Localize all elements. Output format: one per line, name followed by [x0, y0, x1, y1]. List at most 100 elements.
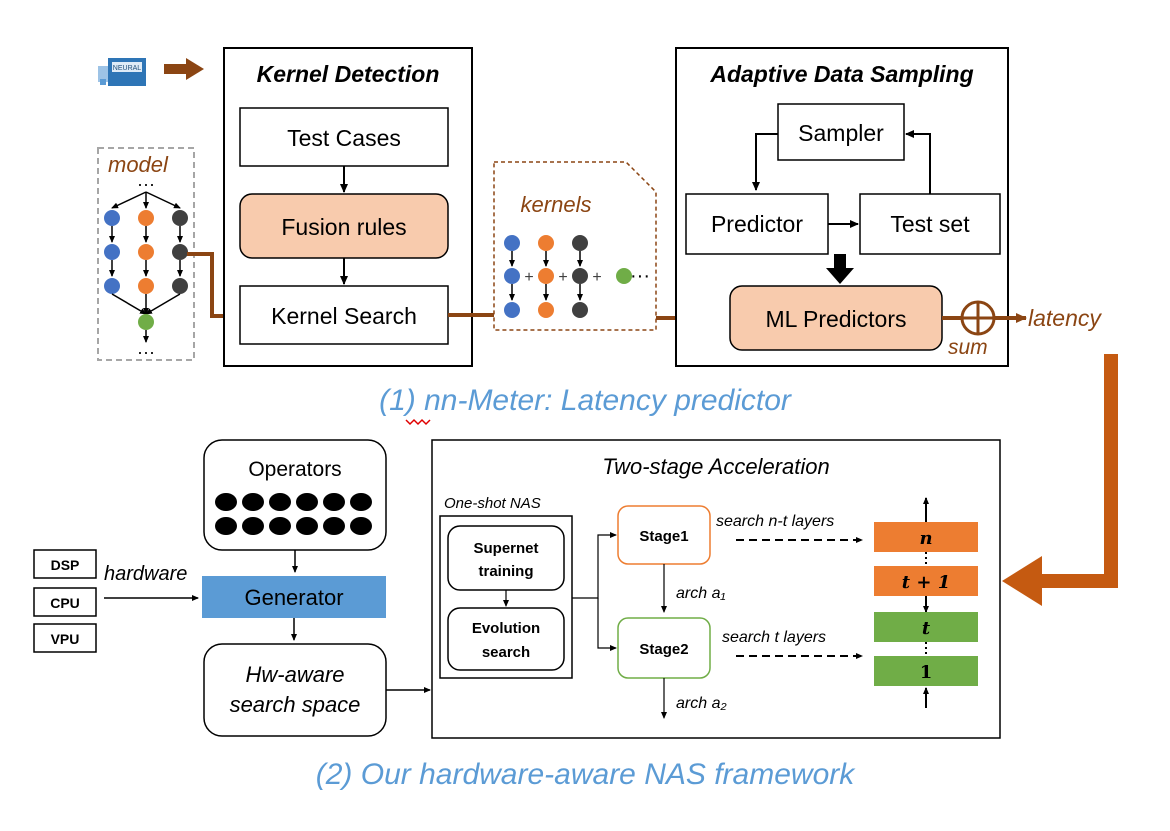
- stage1-label: Stage1: [639, 528, 688, 545]
- test-cases-label: Test Cases: [287, 125, 401, 151]
- search-t-label: search t layers: [722, 629, 826, 646]
- hardware-cpu-label: CPU: [50, 595, 80, 611]
- hardware-dsp-box: [33, 549, 97, 579]
- sampler-to-predictor-arrow: [752, 133, 778, 191]
- layer-n-label: n: [919, 528, 932, 549]
- layer-1-label: 1: [920, 662, 933, 683]
- stage2-label: Stage2: [639, 641, 688, 658]
- oneshot-to-stage2-arrow: [597, 598, 617, 651]
- layer-t1-label: t + 1: [902, 572, 950, 593]
- kernels-ellipsis: ···: [630, 265, 650, 287]
- operator-dot: [242, 517, 264, 535]
- graph-node: [572, 302, 588, 318]
- graph-node: [538, 302, 554, 318]
- neural-stick-logo: NEURAL: [98, 58, 146, 86]
- search-nt-label: search n-t layers: [716, 513, 834, 530]
- evolution-line2: search: [482, 644, 530, 661]
- ml-predictors-label: ML Predictors: [765, 306, 906, 332]
- spellcheck-underline: [405, 418, 431, 426]
- operator-dot: [242, 493, 264, 511]
- sum-label: sum: [948, 336, 988, 359]
- hardware-label: hardware: [104, 563, 187, 585]
- graph-edge: [145, 191, 181, 209]
- generator-box: [202, 576, 386, 618]
- model-graph: ······: [104, 174, 188, 362]
- logo-arrow: [164, 58, 204, 80]
- kernel-plus: +: [558, 269, 567, 286]
- graph-node: [104, 278, 120, 294]
- model-bottom-ellipsis: ···: [137, 342, 155, 362]
- graph-node: [104, 244, 120, 260]
- predictor-box: [685, 193, 829, 255]
- operator-dots: [215, 493, 372, 535]
- testset-to-sampler-arrow: [905, 130, 931, 194]
- operator-dot: [350, 493, 372, 511]
- layer-t1: [874, 566, 978, 596]
- graph-node: [616, 268, 632, 284]
- latency-feedback-arrow: [1002, 354, 1118, 606]
- evolution-line1: Evolution: [472, 620, 540, 637]
- graph-node: [538, 268, 554, 284]
- logo-text: NEURAL: [113, 65, 142, 72]
- graph-edge: [111, 293, 147, 315]
- model-label: model: [108, 152, 169, 177]
- arch1-label: arch a₁: [676, 585, 726, 602]
- operator-dot: [350, 517, 372, 535]
- graph-node: [172, 244, 188, 260]
- kernel-search-label: Kernel Search: [271, 303, 417, 329]
- adaptive-sampling-title: Adaptive Data Sampling: [709, 61, 973, 87]
- kernels-label: kernels: [521, 192, 592, 217]
- graph-node: [138, 314, 154, 330]
- supernet-box: [447, 525, 565, 591]
- two-stage-title: Two-stage Acceleration: [602, 454, 829, 479]
- supernet-line1: Supernet: [473, 540, 538, 557]
- layer-1: [874, 656, 978, 686]
- one-shot-title: One-shot NAS: [444, 495, 541, 512]
- search-space-line1: Hw-aware: [245, 662, 344, 687]
- graph-node: [572, 235, 588, 251]
- search-space-box: [203, 643, 387, 737]
- predictor-label: Predictor: [711, 211, 803, 237]
- graph-node: [504, 268, 520, 284]
- operator-dot: [215, 493, 237, 511]
- layer-n: [874, 522, 978, 552]
- layer-t: [874, 612, 978, 642]
- operator-dot: [215, 517, 237, 535]
- operator-dot: [296, 493, 318, 511]
- latency-label: latency: [1028, 305, 1102, 331]
- operator-dot: [296, 517, 318, 535]
- sampler-box: [777, 103, 905, 161]
- graph-node: [104, 210, 120, 226]
- graph-node: [538, 235, 554, 251]
- oneshot-to-stage1-arrow: [572, 532, 617, 599]
- test-set-label: Test set: [890, 211, 970, 237]
- hardware-vpu-label: VPU: [51, 631, 80, 647]
- operator-dot: [269, 493, 291, 511]
- graph-node: [138, 278, 154, 294]
- kernel-plus: +: [592, 269, 601, 286]
- search-space-line2: search space: [230, 692, 361, 717]
- evolution-box: [447, 607, 565, 671]
- operators-label: Operators: [248, 458, 341, 481]
- supernet-line2: training: [479, 563, 534, 580]
- test-set-box: [859, 193, 1001, 255]
- graph-node: [572, 268, 588, 284]
- operator-dot: [269, 517, 291, 535]
- graph-node: [504, 235, 520, 251]
- graph-node: [138, 244, 154, 260]
- graph-node: [172, 210, 188, 226]
- hardware-dsp-label: DSP: [51, 557, 80, 573]
- sum-icon: [960, 300, 996, 336]
- testset-to-ml-arrow: [826, 254, 854, 284]
- kernel-detection-title: Kernel Detection: [257, 61, 440, 87]
- operator-dot: [323, 517, 345, 535]
- graph-edge: [145, 293, 181, 315]
- sampler-label: Sampler: [798, 120, 884, 146]
- hardware-vpu-box: [33, 623, 97, 653]
- hardware-cpu-box: [33, 587, 97, 617]
- operator-dot: [323, 493, 345, 511]
- layer-t-label: t: [922, 618, 931, 639]
- graph-edge: [111, 191, 147, 209]
- generator-label: Generator: [244, 585, 343, 610]
